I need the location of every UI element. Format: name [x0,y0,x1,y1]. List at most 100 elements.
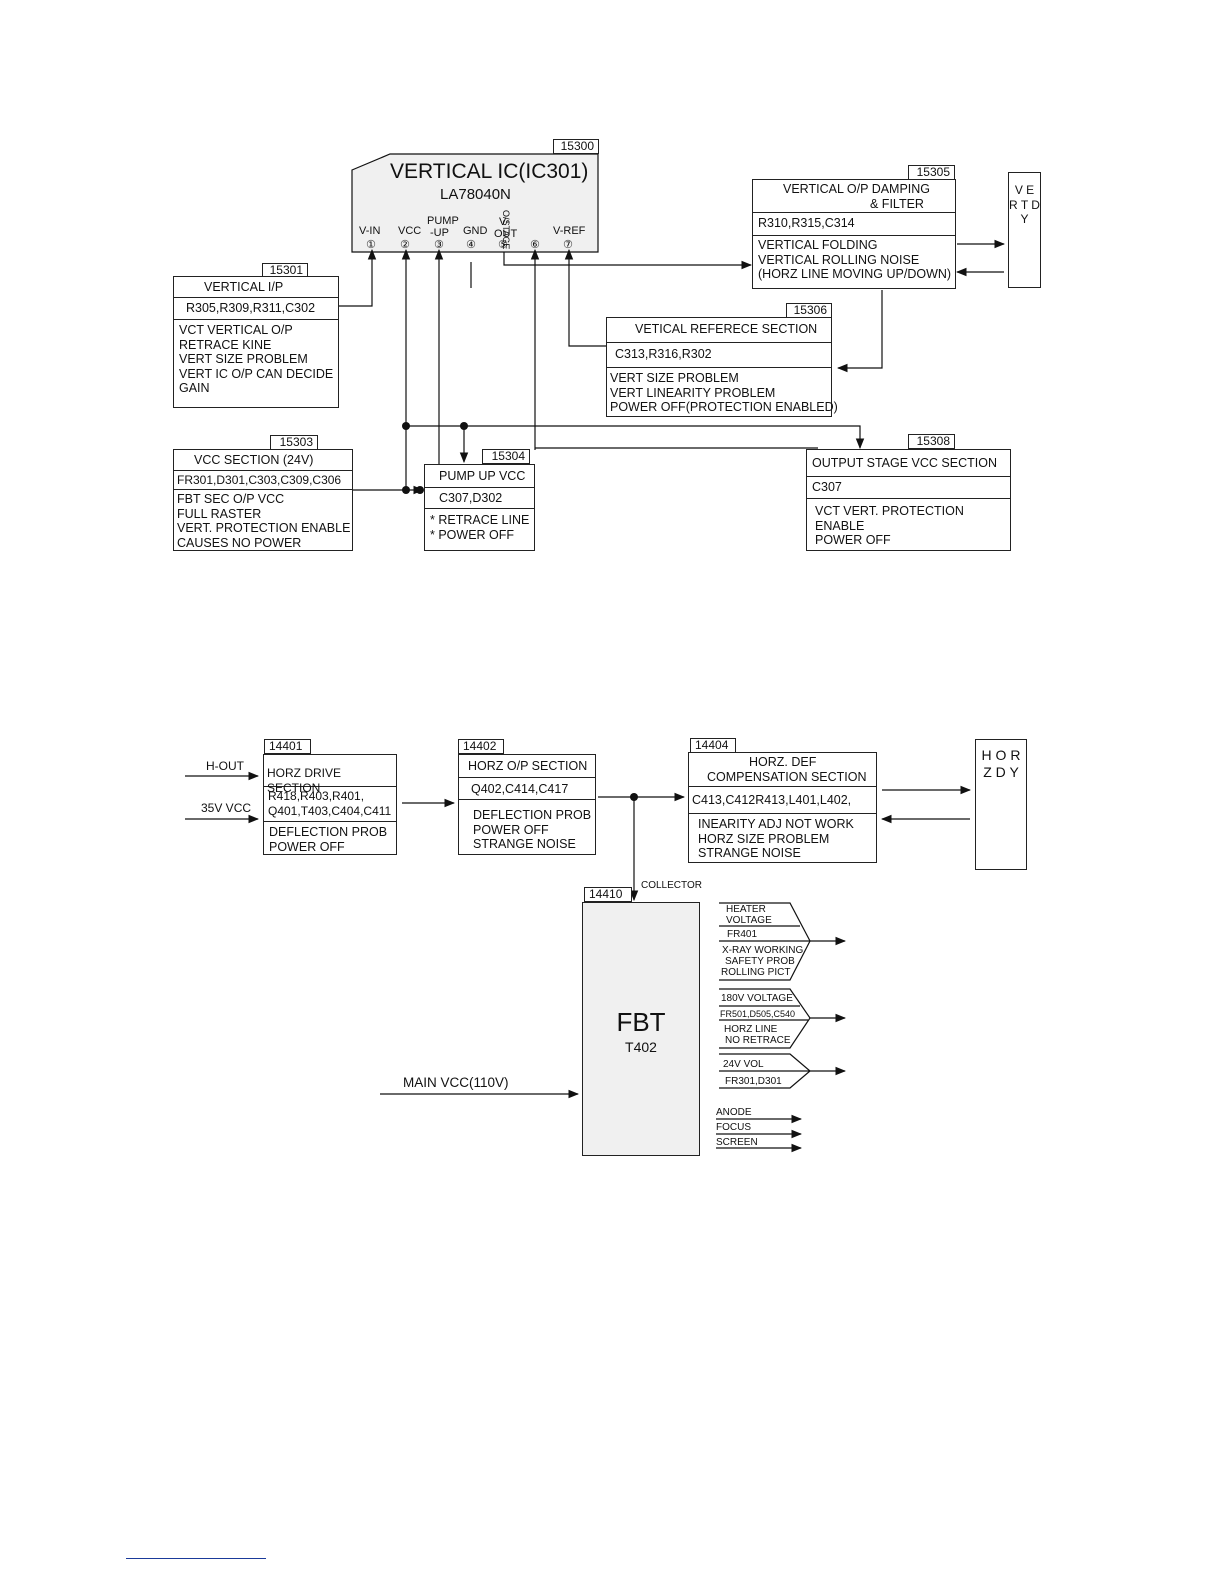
xray-label: X-RAY WORKING [722,945,804,956]
wire-vref [564,248,607,347]
damping-tag: 15305 [908,165,955,180]
heater-voltage-label: VOLTAGE [726,915,772,926]
vcc-section-parts: FR301,D301,C303,C309,C306 [174,470,352,489]
wire-vin [338,248,377,307]
junction-node [460,422,468,430]
damping-parts: R310,R315,C314 [753,212,955,235]
vcc-section: VCC SECTION (24V) FR301,D301,C303,C309,C… [173,449,353,551]
pin-vout-label-top: V- [499,216,510,228]
v180-no-retrace-label: NO RETRACE [725,1035,791,1046]
v24-parts-label: FR301,D301 [725,1076,782,1087]
pump-up-section: PUMP UP VCC C307,D302 * RETRACE LINE * P… [424,464,535,551]
pump-up-notes: * RETRACE LINE * POWER OFF [425,508,534,544]
vertical-deflection-yoke: V E R T D Y [1008,172,1041,288]
pin-pump-num: ③ [434,239,444,251]
v24-label: 24V VOL [723,1059,764,1070]
horz-drive-notes: DEFLECTION PROB POWER OFF [264,821,396,856]
pump-up-title: PUMP UP VCC [439,469,526,483]
junction-node [630,793,638,801]
pin-vref-num: ⑦ [563,239,573,251]
pin-vcc-label: VCC [398,225,422,237]
pin-vin-num: ① [366,239,376,251]
pin-gnd-label: GND [463,225,488,237]
reference-tag: 15306 [786,303,832,318]
vcc-section-title: VCC SECTION (24V) [194,453,314,467]
wire-vout [503,252,753,270]
main-vcc-label: MAIN VCC(110V) [403,1075,509,1090]
horz-output-parts: Q402,C414,C417 [459,777,595,799]
vertical-input-parts: R305,R309,R311,C302 [174,297,338,319]
pin-vout-num: ⑤ [498,239,508,251]
pin-ostage-label: O/STAGE [501,210,511,250]
damping-title: VERTICAL O/P DAMPING & FILTER [783,182,931,211]
horz-output-section: HORZ O/P SECTION Q402,C414,C417 DEFLECTI… [458,754,596,855]
collector-label: COLLECTOR [641,880,702,891]
horz-drive-title: HORZ DRIVE SECTION [267,766,342,795]
horz-compensation-parts: C413,C412R413,L401,L402, [689,786,876,813]
v180-label: 180V VOLTAGE [721,993,793,1004]
drive-tag: 14401 [264,739,311,754]
screen-label: SCREEN [716,1137,758,1148]
pin-vin-label: V-IN [359,225,381,237]
pin-pump-label-top: PUMP [427,215,459,227]
vcc-section-tag: 15303 [270,435,318,450]
vertical-ic-outline [351,153,599,253]
pin-vout-label: OUT [494,228,518,240]
vertical-input-title: VERTICAL I/P [204,280,284,294]
horz-compensation-notes: INEARITY ADJ NOT WORK HORZ SIZE PROBLEM … [689,813,876,863]
reference-title: VETICAL REFERECE SECTION [635,322,818,336]
pump-up-tag: 15304 [482,449,530,464]
horz-drive-parts: R418,R403,R401, Q401,T403,C404,C411 [264,786,396,821]
vertical-ic-tag: 15300 [553,139,599,154]
vertical-ic-title: VERTICAL IC(IC301) [390,160,589,183]
pin-ostage-num: ⑥ [530,239,540,251]
junction-node [402,486,410,494]
output-stage-section: OUTPUT STAGE VCC SECTION C307 VCT VERT. … [806,449,1011,551]
junction-node [416,486,424,494]
reference-parts: C313,R316,R302 [607,342,831,367]
v180-parts-label: FR501,D505,C540 [720,1009,796,1019]
compensation-tag: 14404 [690,738,736,753]
anode-label: ANODE [716,1107,752,1118]
vertical-ic-part: LA78040N [440,186,511,203]
horz-compensation-title: HORZ. DEF COMPENSATION SECTION [707,755,867,784]
vertical-input-notes: VCT VERTICAL O/P RETRACE KINE VERT SIZE … [174,319,338,398]
fbt-title: FBT [616,1007,666,1037]
horz-drive-section: HORZ DRIVE SECTION R418,R403,R401, Q401,… [263,754,397,855]
focus-label: FOCUS [716,1122,751,1133]
footer-rule [126,1558,266,1559]
fbt-tag: 14410 [584,887,632,902]
output-stage-tag: 15308 [908,434,955,449]
junction-node [402,422,410,430]
pin-vcc-num: ② [400,239,410,251]
fbt-transformer: FBT T402 [582,902,700,1156]
horz-compensation-section: HORZ. DEF COMPENSATION SECTION C413,C412… [688,752,877,863]
output-stage-title: OUTPUT STAGE VCC SECTION [812,456,997,470]
pump-up-parts: C307,D302 [425,487,534,508]
horz-output-notes: DEFLECTION PROB POWER OFF STRANGE NOISE [459,799,595,854]
output-stage-notes: VCT VERT. PROTECTION ENABLE POWER OFF [807,498,1010,550]
horz-output-tag: 14402 [458,739,504,754]
wire-node-top [406,425,865,450]
pin-pump-label: -UP [430,227,449,239]
horz-output-title: HORZ O/P SECTION [468,759,588,773]
wire-damping-ref [836,290,883,373]
vertical-input-section: VERTICAL I/P R305,R309,R311,C302 VCT VER… [173,276,339,408]
vcc-section-notes: FBT SEC O/P VCC FULL RASTER VERT. PROTEC… [174,489,352,552]
horizontal-deflection-yoke: H O R Z D Y [975,739,1027,870]
v180-horz-line-label: HORZ LINE [724,1024,778,1035]
heater-fuse-label: FR401 [727,929,758,940]
heater-label: HEATER [726,904,766,915]
reference-section: VETICAL REFERECE SECTION C313,R316,R302 … [606,317,838,417]
vcc35-label: 35V VCC [201,801,252,815]
output-stage-parts: C307 [807,476,1010,498]
fbt-part: T402 [625,1039,657,1055]
damping-section: VERTICAL O/P DAMPING & FILTER R310,R315,… [752,179,956,289]
pin-gnd-num: ④ [466,239,476,251]
reference-notes: VERT SIZE PROBLEM VERT LINEARITY PROBLEM… [607,367,838,417]
safety-label: SAFETY PROB [725,956,795,967]
damping-notes: VERTICAL FOLDING VERTICAL ROLLING NOISE … [753,235,955,284]
pin-vref-label: V-REF [553,225,586,237]
rolling-label: ROLLING PICT [721,967,791,978]
